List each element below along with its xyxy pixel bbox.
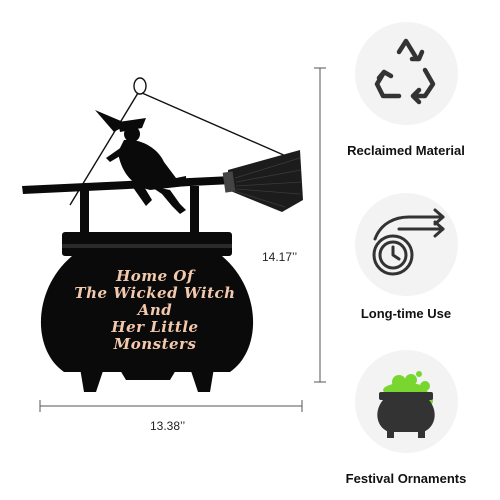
longtime-feature-circle xyxy=(355,193,458,296)
sign-inscription: Home Of The Wicked Witch And Her Little … xyxy=(60,268,250,353)
width-label: 13.38’’ xyxy=(150,419,186,433)
sign-line: The Wicked Witch xyxy=(74,284,236,302)
height-dimension-line xyxy=(314,67,326,383)
witch-silhouette xyxy=(95,110,186,214)
cauldron-icon xyxy=(377,371,435,438)
feature-label-festival: Festival Ornaments xyxy=(345,471,467,486)
recycle-icon xyxy=(374,38,436,105)
recycle-feature-circle xyxy=(355,22,458,125)
feature-label-reclaimed: Reclaimed Material xyxy=(347,143,465,158)
sign-line: Her Little xyxy=(111,318,199,336)
width-dimension-line xyxy=(39,400,303,412)
sign-line: Home Of xyxy=(116,267,194,285)
sign-line: And xyxy=(137,301,173,319)
cauldron-sign xyxy=(40,232,254,392)
festival-feature-circle xyxy=(355,350,458,453)
clock-arrow-icon xyxy=(372,208,445,276)
feature-label-longtime: Long-time Use xyxy=(360,306,452,321)
sign-posts xyxy=(80,186,199,240)
height-label: 14.17’’ xyxy=(262,250,298,264)
sign-line: Monsters xyxy=(113,335,197,353)
